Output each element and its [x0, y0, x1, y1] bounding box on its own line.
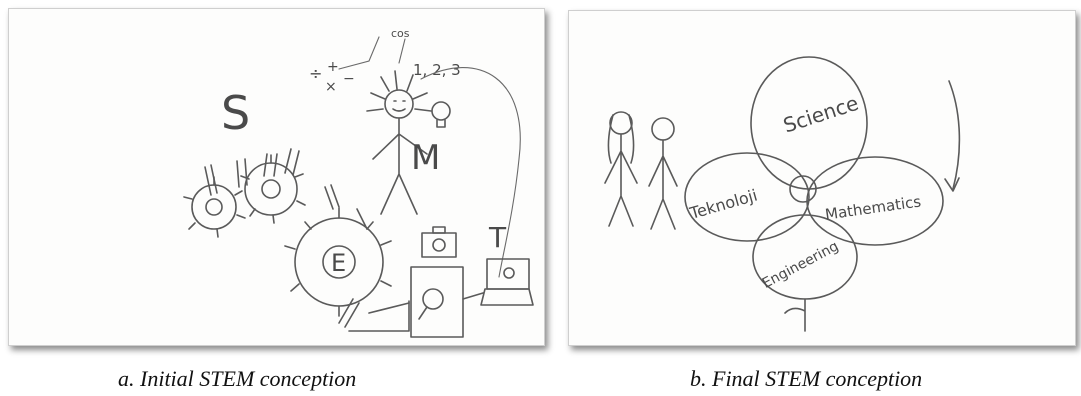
tools-icon	[338, 298, 410, 332]
connector-arrow	[420, 67, 521, 278]
drawing-initial-stem: S E cos	[8, 8, 545, 346]
math-minus: −	[343, 71, 355, 87]
letter-s: S	[221, 86, 250, 140]
math-cos: cos	[391, 27, 410, 40]
letter-m: M	[411, 138, 440, 178]
two-people-icon	[604, 111, 678, 230]
letter-t: T	[488, 221, 507, 254]
magnifier-icon	[410, 266, 484, 338]
math-plus: +	[327, 59, 339, 75]
caption-initial-stem: a. Initial STEM conception	[118, 366, 357, 391]
math-numbers: 1, 2, 3	[413, 61, 461, 79]
petal-technology	[684, 152, 810, 242]
gears-icon	[183, 154, 392, 317]
four-petal-flower	[684, 56, 944, 332]
down-arrow-icon	[944, 80, 961, 192]
math-strokes	[338, 36, 406, 70]
caption-final-stem: b. Final STEM conception	[690, 366, 923, 391]
math-times: ×	[325, 79, 337, 95]
final-stem-sketch: Science Teknoloji Mathematics Engineerin…	[604, 56, 961, 332]
label-mathematics: Mathematics	[824, 192, 922, 223]
label-engineering: Engineering	[760, 238, 842, 292]
light-bulb-icon	[431, 101, 451, 128]
label-technology: Teknoloji	[687, 186, 760, 224]
initial-stem-sketch: S E cos	[183, 27, 534, 338]
math-divide: ÷	[309, 64, 322, 83]
flower-center	[789, 175, 817, 203]
label-science: Science	[780, 91, 861, 138]
camera-icon	[421, 226, 457, 258]
stick-figure-icon	[366, 70, 432, 215]
test-tubes-icon	[204, 148, 368, 230]
letter-e: E	[331, 249, 346, 277]
laptop-icon	[480, 258, 534, 306]
drawing-final-stem: Science Teknoloji Mathematics Engineerin…	[568, 10, 1076, 346]
